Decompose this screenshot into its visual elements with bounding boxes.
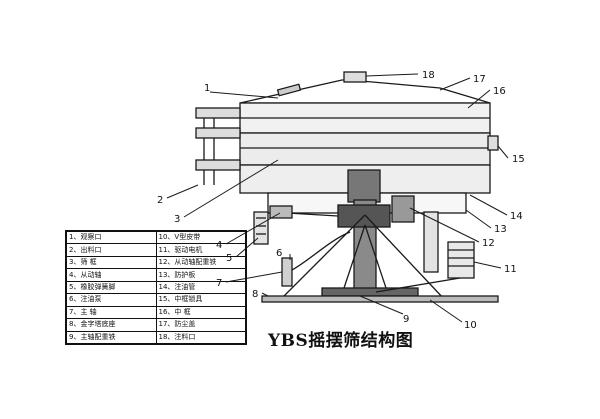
legend-cell: 7、主 轴 bbox=[66, 305, 157, 320]
drive-motor bbox=[447, 241, 475, 279]
callout-18: 18 bbox=[422, 70, 435, 81]
leader-lines bbox=[166, 73, 509, 323]
callout-10: 10 bbox=[464, 320, 477, 331]
discharge-outlet-1 bbox=[195, 107, 241, 119]
legend-cell: 6、注油泵 bbox=[66, 293, 157, 307]
callout-17: 17 bbox=[473, 74, 486, 85]
callout-14: 14 bbox=[510, 211, 523, 222]
pyramid-left bbox=[279, 214, 366, 301]
callout-11: 11 bbox=[504, 264, 517, 275]
legend-cell: 9、主轴配重铁 bbox=[66, 330, 157, 344]
discharge-outlet-3 bbox=[195, 159, 241, 171]
callout-12: 12 bbox=[482, 238, 495, 249]
frame-lock bbox=[487, 135, 499, 151]
legend-cell: 3、筛 框 bbox=[66, 255, 157, 270]
legend-cell: 11、驱动电机 bbox=[155, 243, 246, 257]
legend-cell: 13、防护板 bbox=[155, 268, 246, 282]
callout-8: 8 bbox=[252, 289, 258, 300]
observation-port bbox=[276, 83, 302, 97]
feed-inlet bbox=[343, 71, 367, 83]
legend-cell: 10、V型皮带 bbox=[155, 230, 246, 245]
legend-cell: 5、橡胶弹簧脚 bbox=[66, 280, 157, 295]
callout-15: 15 bbox=[512, 154, 525, 165]
legend-cell: 2、出料口 bbox=[66, 243, 157, 257]
legend-cell: 12、从动轴配重铁 bbox=[155, 255, 246, 270]
driven-shaft-counterweight bbox=[391, 195, 415, 223]
legend-cell: 18、注料口 bbox=[155, 330, 246, 344]
legend-cell: 4、从动轴 bbox=[66, 268, 157, 282]
callout-9: 9 bbox=[403, 314, 409, 325]
discharge-outlet-2 bbox=[195, 127, 241, 139]
sieve-frame bbox=[239, 132, 491, 166]
callout-6: 6 bbox=[276, 248, 282, 259]
pyramid-right bbox=[364, 214, 446, 301]
legend-cell: 16、中 框 bbox=[155, 305, 246, 320]
callout-16: 16 bbox=[493, 86, 506, 97]
callout-3: 3 bbox=[174, 214, 180, 225]
legend-cell: 17、防尘盖 bbox=[155, 318, 246, 332]
hub bbox=[347, 169, 381, 203]
legend-cell: 8、金字塔底座 bbox=[66, 318, 157, 332]
oil-pump bbox=[281, 257, 293, 287]
base-plate bbox=[261, 295, 499, 303]
legend-cell: 14、注油管 bbox=[155, 280, 246, 295]
callout-2: 2 bbox=[157, 195, 163, 206]
callout-1: 1 bbox=[204, 83, 210, 94]
callout-13: 13 bbox=[494, 224, 507, 235]
diagram-caption: YBS摇摆筛结构图 bbox=[268, 331, 414, 351]
rubber-spring-foot-2 bbox=[423, 211, 439, 273]
main-shaft-counterweight bbox=[321, 287, 419, 297]
oil-pipe bbox=[291, 231, 351, 271]
legend-cell: 15、中框锁具 bbox=[155, 293, 246, 307]
v-belt bbox=[375, 277, 461, 293]
legend-cell: 1、观察口 bbox=[66, 230, 157, 245]
